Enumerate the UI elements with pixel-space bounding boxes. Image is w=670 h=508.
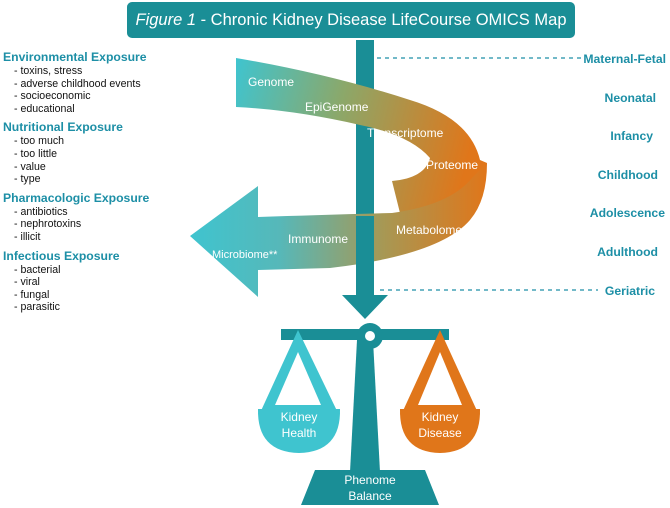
- exposure-item: - parasitic: [14, 301, 60, 314]
- exposure-item: - illicit: [14, 230, 41, 243]
- exposure-item: - adverse childhood events: [14, 77, 141, 90]
- left-pan-label-line1: Kidney: [281, 410, 318, 424]
- omics-label-proteome: Proteome: [426, 158, 478, 172]
- omics-label-metabolome: Metabolome: [396, 223, 462, 237]
- exposure-list: Environmental Exposure - toxins, stress …: [3, 50, 203, 319]
- exposure-title: Pharmacologic Exposure: [3, 190, 150, 205]
- left-pan-bowl: [257, 409, 341, 453]
- right-pan-label-line2: Disease: [418, 426, 462, 440]
- omics-band-lower: [190, 163, 487, 297]
- stage-adolescence: Adolescence: [589, 206, 665, 220]
- timeline-arrowhead: [342, 295, 388, 319]
- right-pan-window: [418, 352, 462, 405]
- figure-title: Figure 1 - Chronic Kidney Disease LifeCo…: [127, 2, 575, 38]
- omics-label-immunome: Immunome: [288, 232, 348, 246]
- exposure-title: Infectious Exposure: [3, 248, 120, 263]
- exposure-group-pharmacologic: Pharmacologic Exposure - antibiotics - n…: [3, 191, 203, 244]
- left-pan-window: [275, 352, 321, 405]
- exposure-item: - too much: [14, 135, 65, 148]
- phenome-label-line2: Balance: [348, 489, 392, 503]
- exposure-item: - value: [14, 160, 46, 173]
- timeline-shaft-front: [356, 216, 374, 296]
- stage-infancy: Infancy: [610, 129, 653, 143]
- exposure-group-nutritional: Nutritional Exposure - too much - too li…: [3, 120, 203, 185]
- figure-title-text: - Chronic Kidney Disease LifeCourse OMIC…: [196, 11, 567, 29]
- right-pan-label-line1: Kidney: [422, 410, 459, 424]
- right-pan-bowl: [399, 409, 481, 453]
- phenome-label-line1: Phenome: [344, 473, 396, 487]
- omics-band-upper: [236, 58, 487, 213]
- omics-label-genome: Genome: [248, 75, 294, 89]
- exposure-item: - bacterial: [14, 263, 61, 276]
- exposure-item: - viral: [14, 276, 40, 289]
- stage-childhood: Childhood: [597, 168, 658, 182]
- left-pan-label-line2: Health: [282, 426, 317, 440]
- exposure-item: - antibiotics: [14, 205, 68, 218]
- stage-maternal-fetal: Maternal-Fetal: [583, 52, 666, 66]
- scale-pivot-inner: [365, 331, 375, 341]
- exposure-group-infectious: Infectious Exposure - bacterial - viral …: [3, 249, 203, 314]
- figure-label: Figure 1: [135, 11, 197, 29]
- exposure-item: - nephrotoxins: [14, 218, 82, 231]
- exposure-item: - too little: [14, 147, 57, 160]
- exposure-group-environmental: Environmental Exposure - toxins, stress …: [3, 50, 203, 115]
- exposure-item: - toxins, stress: [14, 65, 83, 77]
- omics-label-epigenome: EpiGenome: [305, 100, 369, 114]
- phenome-base: [301, 470, 439, 505]
- exposure-item: - educational: [14, 102, 75, 115]
- exposure-item: - type: [14, 173, 41, 186]
- exposure-title: Environmental Exposure: [3, 50, 147, 64]
- scale-stand: [350, 340, 380, 472]
- exposure-title: Nutritional Exposure: [3, 120, 123, 135]
- omics-label-microbiome: Microbiome**: [212, 249, 278, 261]
- stage-adulthood: Adulthood: [597, 245, 658, 259]
- omics-label-transcriptome: Transcriptome: [367, 126, 444, 140]
- stage-geriatric: Geriatric: [604, 284, 655, 298]
- exposure-item: - socioeconomic: [14, 90, 91, 103]
- stage-neonatal: Neonatal: [604, 91, 656, 105]
- exposure-item: - fungal: [14, 288, 50, 301]
